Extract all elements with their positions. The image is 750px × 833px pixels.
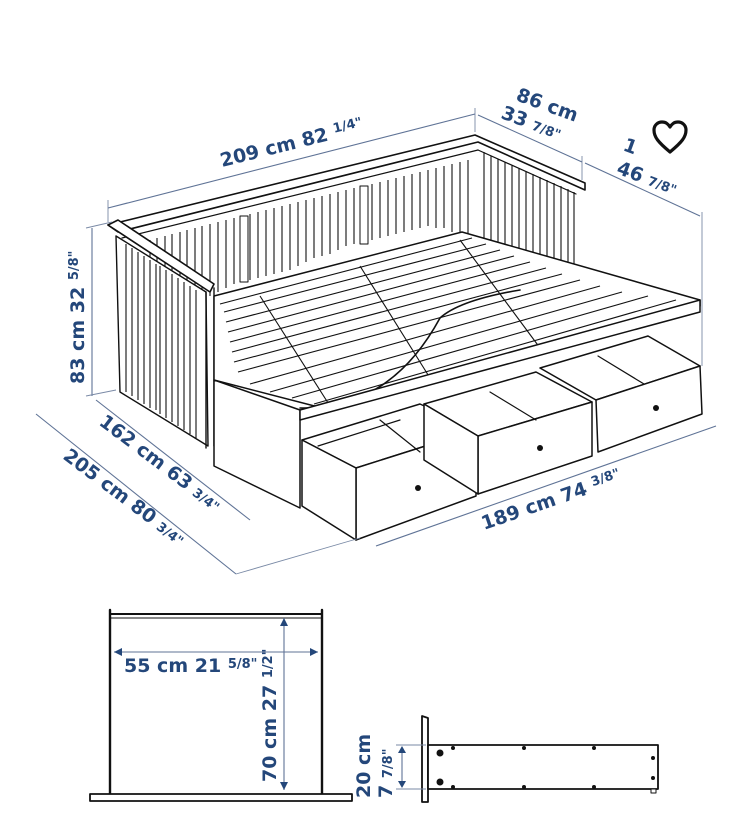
side-panel-slats bbox=[125, 244, 197, 438]
svg-text:1: 1 bbox=[620, 134, 640, 159]
drawer-top-view bbox=[89, 608, 353, 802]
daybed-illustration bbox=[107, 134, 703, 541]
svg-text:70 cm 27 1/2": 70 cm 27 1/2" bbox=[259, 649, 281, 782]
drawer-right bbox=[539, 335, 703, 453]
favorite-button[interactable] bbox=[650, 118, 690, 156]
dimension-label-drawer-depth: 70 cm 27 1/2" bbox=[259, 649, 281, 782]
drawer-knob-icon bbox=[653, 405, 659, 411]
dimension-label-depth: 86 cm 33 7/8" bbox=[498, 84, 581, 143]
svg-text:55 cm 21 5/8": 55 cm 21 5/8" bbox=[124, 655, 257, 677]
svg-text:83 cm 32 5/8": 83 cm 32 5/8" bbox=[67, 251, 89, 384]
drawer-knob-icon bbox=[537, 445, 543, 451]
svg-text:7 7/8": 7 7/8" bbox=[375, 749, 397, 798]
svg-text:46 7/8": 46 7/8" bbox=[614, 157, 680, 199]
svg-text:20 cm: 20 cm bbox=[353, 734, 375, 798]
drawer-middle bbox=[423, 371, 593, 495]
bed-slats bbox=[219, 237, 677, 407]
drawer-side-view bbox=[396, 715, 659, 803]
drawer-knob-icon bbox=[415, 485, 421, 491]
dimension-label-drawer-height: 20 cm 7 7/8" bbox=[353, 734, 397, 798]
dimension-lines bbox=[35, 108, 717, 575]
svg-text:209 cm 82 1/4": 209 cm 82 1/4" bbox=[218, 115, 366, 172]
heart-outline-icon bbox=[652, 120, 688, 154]
dimension-label-drawer-width: 55 cm 21 5/8" bbox=[124, 655, 257, 677]
dimension-label-height: 83 cm 32 5/8" bbox=[67, 251, 89, 384]
dimension-label-total-length: 209 cm 82 1/4" bbox=[218, 115, 366, 172]
